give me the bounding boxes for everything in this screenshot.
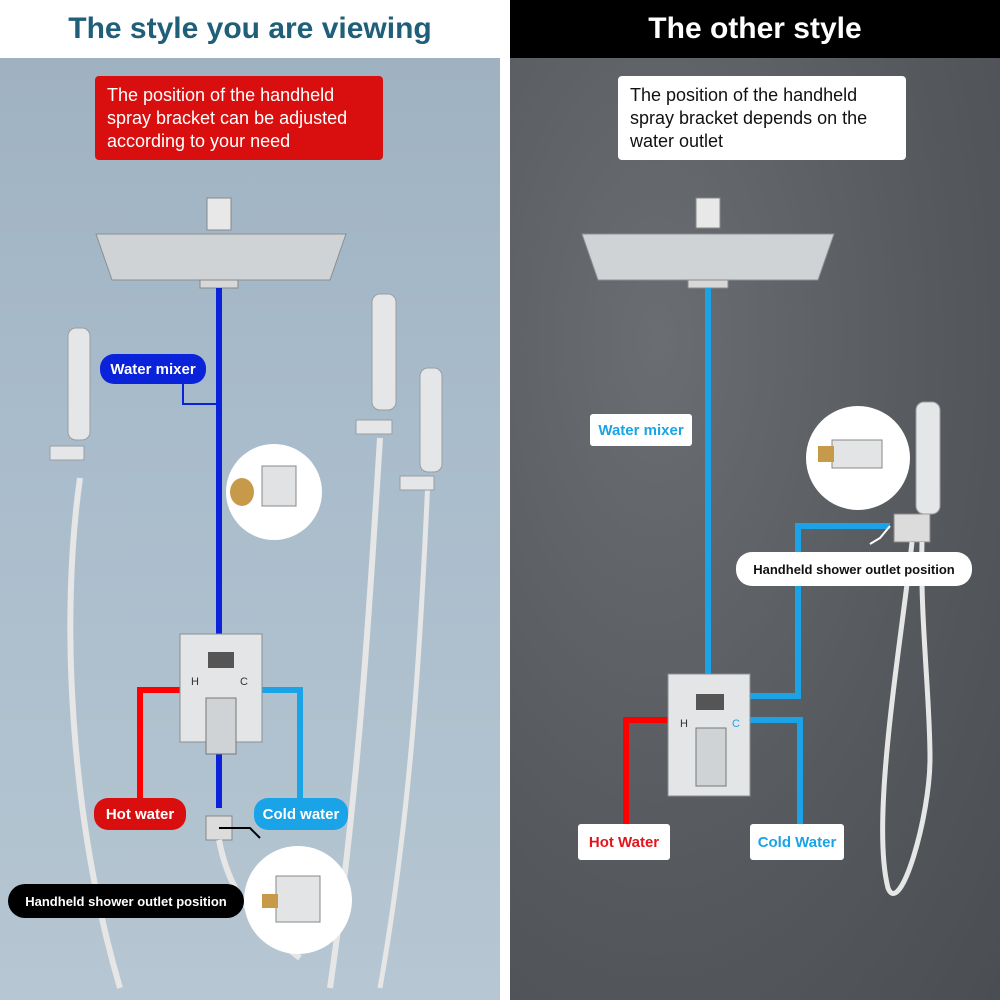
left-scene: The position of the handheld spray brack… <box>0 58 500 1000</box>
right-cold-water-label: Cold Water <box>750 824 844 860</box>
left-outlet-label: Handheld shower outlet position <box>8 884 244 918</box>
right-header: The other style <box>510 0 1000 58</box>
outlet-elbow <box>893 513 931 543</box>
hot-pipe <box>623 717 668 828</box>
handheld-wand-left <box>67 327 91 441</box>
right-hot-water-label: Hot Water <box>578 824 670 860</box>
handheld-wand-middle <box>371 293 397 411</box>
left-hot-water-label: Hot water <box>94 798 186 830</box>
handheld-wand <box>915 401 941 515</box>
valve-handle <box>695 727 727 787</box>
hot-mark: H <box>191 676 199 688</box>
right-panel: The other style <box>510 0 1000 1000</box>
cold-mark: C <box>240 676 248 688</box>
cold-pipe <box>262 687 303 798</box>
valve-handle <box>205 697 237 755</box>
hot-mark-right: H <box>680 718 688 730</box>
cold-mark-right: C <box>732 718 740 730</box>
right-illustration <box>581 197 941 896</box>
right-scene: The position of the handheld spray brack… <box>510 58 1000 1000</box>
right-outlet-label: Handheld shower outlet position <box>736 552 972 586</box>
rain-shower-head <box>581 233 835 281</box>
left-header: The style you are viewing <box>0 0 500 58</box>
rain-shower-head <box>95 233 347 281</box>
hot-pipe <box>137 687 180 798</box>
left-title: The style you are viewing <box>68 12 432 45</box>
left-note: The position of the handheld spray brack… <box>95 76 383 160</box>
shower-arm <box>695 197 721 229</box>
panel-divider <box>500 0 510 1000</box>
right-water-mixer-label: Water mixer <box>590 414 692 446</box>
handheld-wand-right <box>419 367 443 473</box>
right-note: The position of the handheld spray brack… <box>618 76 906 160</box>
right-title: The other style <box>648 12 862 45</box>
outlet-pipe <box>750 523 890 699</box>
cold-pipe <box>750 717 803 828</box>
shower-arm <box>206 197 232 231</box>
left-panel: The style you are viewing <box>0 0 500 1000</box>
left-water-mixer-label: Water mixer <box>100 354 206 384</box>
left-cold-water-label: Cold water <box>254 798 348 830</box>
left-illustration <box>49 197 443 989</box>
